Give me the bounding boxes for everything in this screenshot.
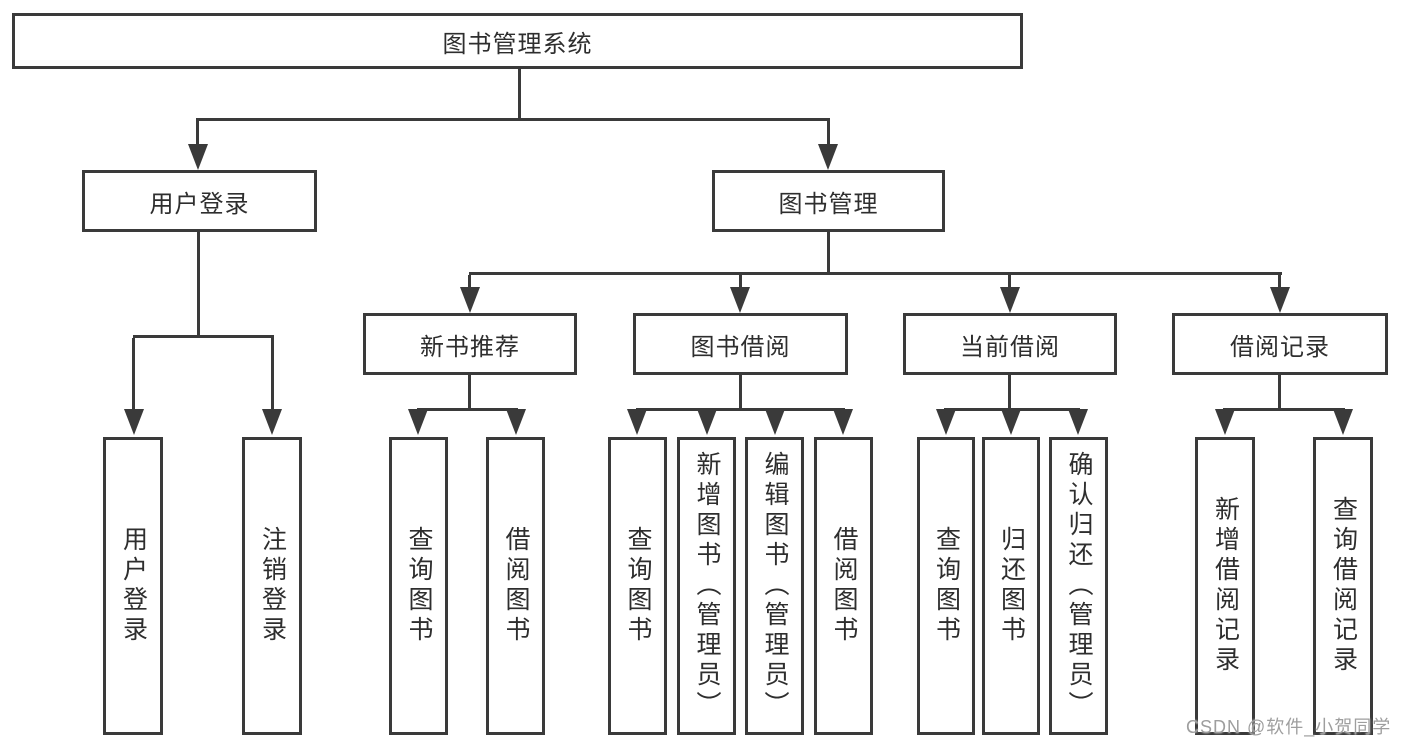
connector-drop-user <box>196 121 199 146</box>
node-new-book-recommendation: 新书推荐 <box>363 313 577 375</box>
arrow-down-icon <box>627 409 647 435</box>
connector-drop-records <box>1278 275 1281 289</box>
leaf-query-borrow-record: 查询借阅记录 <box>1313 437 1373 735</box>
node-label: 新书推荐 <box>420 333 520 361</box>
connector-user-stem <box>197 232 200 336</box>
connector-drop-book <box>827 121 830 146</box>
node-library-management-system: 图书管理系统 <box>12 13 1023 69</box>
connector-stem <box>739 375 742 409</box>
node-book-borrowing: 图书借阅 <box>633 313 848 375</box>
node-label: 借阅记录 <box>1230 333 1330 361</box>
node-current-borrowing: 当前借阅 <box>903 313 1117 375</box>
arrow-down-icon <box>1001 409 1021 435</box>
arrow-down-icon <box>765 409 785 435</box>
connector-level2-hline <box>196 118 830 121</box>
node-label: 编辑图书（管理员） <box>761 451 789 721</box>
node-label: 借阅图书 <box>830 526 858 646</box>
node-label: 查询图书 <box>405 526 433 646</box>
node-label: 借阅图书 <box>502 526 530 646</box>
node-label: 查询图书 <box>624 526 652 646</box>
leaf-borrow-books-1: 借阅图书 <box>486 437 545 735</box>
arrow-down-icon <box>1215 409 1235 435</box>
leaf-query-books-1: 查询图书 <box>389 437 448 735</box>
leaf-user-login: 用户登录 <box>103 437 163 735</box>
connector-hline <box>417 408 518 411</box>
arrow-down-icon <box>697 409 717 435</box>
arrow-down-icon <box>1000 287 1020 313</box>
arrow-down-icon <box>408 409 428 435</box>
leaf-query-books-3: 查询图书 <box>917 437 975 735</box>
arrow-down-icon <box>188 144 208 170</box>
node-label: 查询图书 <box>932 526 961 646</box>
connector-drop-newbook <box>468 275 471 289</box>
node-label: 当前借阅 <box>960 333 1060 361</box>
connector-book-stem <box>827 232 830 274</box>
arrow-down-icon <box>730 287 750 313</box>
leaf-borrow-books-2: 借阅图书 <box>814 437 873 735</box>
leaf-confirm-return-admin: 确认归还（管理员） <box>1049 437 1108 735</box>
connector-drop-login <box>132 338 135 410</box>
leaf-return-books: 归还图书 <box>982 437 1040 735</box>
node-label: 图书借阅 <box>690 333 791 361</box>
leaf-add-borrow-record: 新增借阅记录 <box>1195 437 1255 735</box>
watermark: CSDN @软件_小贺同学 <box>1186 717 1392 737</box>
node-label: 用户登录 <box>149 190 250 218</box>
arrow-down-icon <box>818 144 838 170</box>
arrow-down-icon <box>936 409 956 435</box>
node-label: 确认归还（管理员） <box>1065 451 1093 721</box>
node-label: 新增图书（管理员） <box>693 451 721 721</box>
leaf-query-books-2: 查询图书 <box>608 437 667 735</box>
connector-stem <box>468 375 471 409</box>
node-book-management-branch: 图书管理 <box>712 170 945 232</box>
node-label: 归还图书 <box>997 526 1026 646</box>
connector-drop-logout <box>271 338 274 410</box>
connector-drop-borrow <box>739 275 742 289</box>
arrow-down-icon <box>124 409 144 435</box>
node-label: 注销登录 <box>258 526 287 646</box>
node-label: 图书管理系统 <box>442 30 593 58</box>
arrow-down-icon <box>506 409 526 435</box>
node-label: 查询借阅记录 <box>1329 496 1358 676</box>
leaf-logout: 注销登录 <box>242 437 302 735</box>
connector-stem <box>1008 375 1011 409</box>
connector-level3-hline <box>469 272 1282 275</box>
arrow-down-icon <box>833 409 853 435</box>
arrow-down-icon <box>460 287 480 313</box>
arrow-down-icon <box>262 409 282 435</box>
node-label: 新增借阅记录 <box>1211 496 1240 676</box>
connector-stem <box>1278 375 1281 409</box>
connector-hline <box>636 408 845 411</box>
leaf-add-books-admin: 新增图书（管理员） <box>677 437 736 735</box>
arrow-down-icon <box>1068 409 1088 435</box>
connector-drop-current <box>1008 275 1011 289</box>
connector-user-hline <box>133 335 274 338</box>
node-label: 用户登录 <box>119 526 148 646</box>
arrow-down-icon <box>1333 409 1353 435</box>
arrow-down-icon <box>1270 287 1290 313</box>
connector-root-stem <box>518 69 521 120</box>
leaf-edit-books-admin: 编辑图书（管理员） <box>745 437 804 735</box>
node-label: 图书管理 <box>778 190 879 218</box>
node-borrowing-records: 借阅记录 <box>1172 313 1388 375</box>
connector-hline <box>1223 408 1345 411</box>
node-user-login-branch: 用户登录 <box>82 170 317 232</box>
